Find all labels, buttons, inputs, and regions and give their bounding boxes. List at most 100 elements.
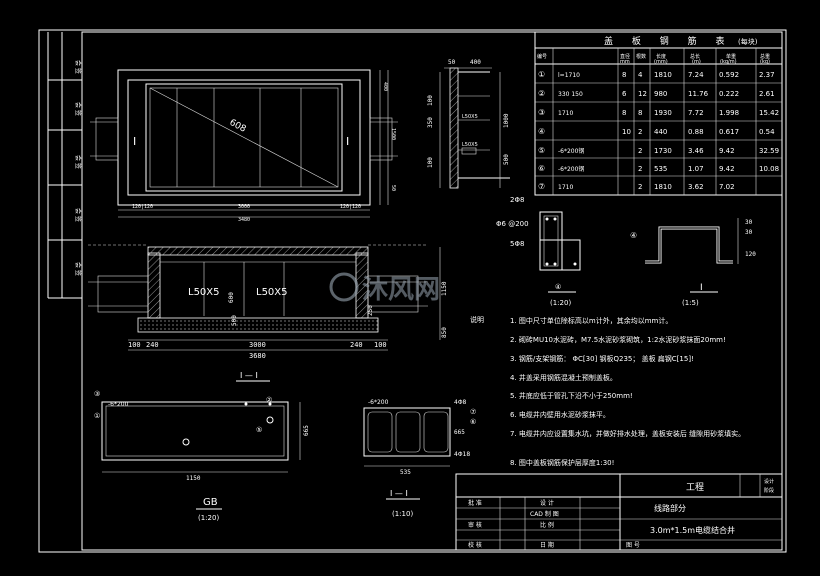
plan-dim-left-wall: 120|120 bbox=[132, 204, 153, 210]
detail-b-mark: ④ bbox=[630, 231, 637, 240]
plan-dim-right-bot: 50 bbox=[390, 185, 396, 191]
section-dim-100-right: 100 bbox=[374, 341, 387, 349]
small-dim-500: 500 bbox=[503, 154, 510, 165]
rebar-cell-n: 2 bbox=[638, 165, 642, 173]
small-dim-400: 400 bbox=[470, 59, 481, 66]
title-block-approve: 批 准 bbox=[468, 499, 482, 507]
rebar-header-uw: 单重 bbox=[726, 53, 736, 60]
note-2: 2. 砌砖MU10水泥砖，M7.5水泥砂浆砌筑，1:2水泥砂浆抹面20mm! bbox=[510, 335, 726, 344]
rebar-unit-len: (mm) bbox=[654, 59, 668, 65]
title-block-drawing-title: 3.0m*1.5m电缆结合井 bbox=[650, 525, 735, 535]
rebar-cell-shape: -6*200钢 bbox=[558, 165, 584, 173]
small-dim-1000: 1000 bbox=[503, 113, 510, 128]
rebar-cell-shape: -6*200钢 bbox=[558, 147, 584, 155]
rebar-cell-tot: 3.62 bbox=[688, 183, 704, 191]
plan-dim-inner: 3000 bbox=[238, 204, 250, 210]
rebar-detail-a: 2Φ8 Φ6 @200 5Φ8 ④ (1:20) bbox=[496, 196, 581, 307]
title-block: 工程 设计 阶段 批 准 审 核 校 核 设 计 CAD 制 图 比 例 日 期… bbox=[455, 473, 783, 551]
plan-section-mark-left: I bbox=[133, 135, 136, 148]
small-dim-100-bottom: 100 bbox=[427, 157, 434, 168]
rebar-cell-tot: 11.76 bbox=[688, 90, 709, 98]
rebar-cell-shape: l=1710 bbox=[558, 72, 580, 79]
rebar-header-tot: 总长 bbox=[690, 53, 700, 60]
detail-a-label-5phi8: 5Φ8 bbox=[510, 240, 524, 248]
section-view: L50X5 L50X5 600 500 250 100 240 3000 240… bbox=[88, 244, 448, 382]
rebar-cell-len: 980 bbox=[654, 90, 667, 98]
rebar-cell-uw: 0.592 bbox=[719, 71, 739, 79]
title-block-figure-no: 图 号 bbox=[626, 542, 640, 549]
rebar-cell-n: 2 bbox=[638, 183, 642, 191]
rebar-unit-uw: (kg/m) bbox=[720, 59, 737, 65]
rebar-header-d: 直径 bbox=[620, 53, 630, 60]
rebar-cell-uw: 7.02 bbox=[719, 183, 735, 191]
small-label-l50x5-2: L50X5 bbox=[462, 142, 478, 148]
cover-plan-scale: (1:20) bbox=[198, 514, 219, 522]
title-block-check: 校 核 bbox=[468, 541, 482, 549]
rebar-cell-n: 2 bbox=[638, 128, 642, 136]
note-3: 3. 钢筋/支架钢筋： ΦC[30] 钢板Q235； 盖板 扁钢C[15]! bbox=[510, 354, 694, 363]
detail-b-section-mark: I bbox=[700, 283, 703, 293]
rebar-cell-no: ② bbox=[538, 89, 545, 98]
rebar-header-len: 长度 bbox=[656, 53, 666, 60]
section-view-title: I — I bbox=[240, 371, 258, 380]
rebar-cell-no: ③ bbox=[538, 108, 545, 117]
cover-plan-label-3: ③ bbox=[94, 390, 100, 398]
section-dim-240-left: 240 bbox=[146, 341, 159, 349]
cover-section: -6*200 4Φ8 ⑦ ⑥ 4Φ18 535 665 I — I (1:10) bbox=[363, 399, 476, 518]
cover-plan: ③ -6*200 ① ② ⑤ 1150 665 GB (1:20) bbox=[94, 390, 310, 522]
plan-dim-right-top: 400 bbox=[382, 82, 388, 91]
rebar-cell-tot: 3.46 bbox=[688, 147, 704, 155]
cover-section-title: I — I bbox=[390, 489, 408, 498]
plan-section-mark-right: I bbox=[346, 135, 349, 148]
plan-diagonal-dim: 608 bbox=[228, 118, 248, 135]
rebar-table: 盖 板 钢 筋 表 (每块) 编号 直径 根数 长度 总长 单重 总重 mm (… bbox=[534, 31, 783, 196]
rebar-cell-n: 4 bbox=[638, 71, 643, 79]
title-block-stage-2: 阶段 bbox=[764, 487, 774, 494]
cover-plan-label-2: ② bbox=[266, 396, 272, 404]
rebar-unit-d: mm bbox=[620, 59, 630, 65]
left-strip-label-5: 会 签 bbox=[74, 262, 82, 276]
rebar-unit-w: (kg) bbox=[760, 59, 770, 65]
title-block-section: 线路部分 bbox=[654, 503, 686, 513]
title-block-scale: 比 例 bbox=[540, 521, 554, 529]
rebar-cell-d: 6 bbox=[622, 90, 627, 98]
rebar-table-unit: (每块) bbox=[738, 37, 758, 46]
rebar-cell-d: 8 bbox=[622, 71, 626, 79]
watermark-text: 沐风网 bbox=[362, 275, 440, 305]
rebar-header-w: 总重 bbox=[760, 53, 770, 60]
watermark-logo-icon bbox=[329, 272, 359, 302]
rebar-cell-uw: 9.42 bbox=[719, 147, 735, 155]
cover-section-label-4phi18: 4Φ18 bbox=[454, 451, 470, 458]
rebar-cell-tot: 1.07 bbox=[688, 165, 704, 173]
cover-section-label-plate: -6*200 bbox=[368, 399, 389, 406]
section-dim-3000: 3000 bbox=[249, 341, 266, 349]
title-block-design: 设 计 bbox=[540, 499, 554, 507]
note-4: 4. 井盖采用钢筋混凝土预制盖板。 bbox=[510, 373, 617, 382]
rebar-header-no: 编号 bbox=[537, 53, 547, 60]
rebar-cell-no: ⑤ bbox=[538, 146, 545, 155]
watermark: 沐风网 bbox=[329, 272, 440, 305]
rebar-cell-len: 440 bbox=[654, 128, 667, 136]
left-signoff-strip: 会 签 会 签 会 签 会 签 会 签 bbox=[47, 32, 83, 299]
left-strip-label-2: 会 签 bbox=[74, 102, 82, 116]
detail-b-scale: (1:5) bbox=[682, 299, 699, 307]
title-block-review: 审 核 bbox=[468, 521, 482, 529]
section-dim-250: 250 bbox=[367, 305, 374, 316]
rebar-cell-w: 32.59 bbox=[759, 147, 779, 155]
rebar-cell-no: ① bbox=[538, 70, 545, 79]
rebar-cell-n: 8 bbox=[638, 109, 642, 117]
note-6: 6. 电缆井内壁用水泥砂浆抹平。 bbox=[510, 410, 610, 419]
rebar-cell-d: 10 bbox=[622, 128, 631, 136]
cover-plan-dim-665: 665 bbox=[303, 425, 310, 436]
left-strip-label-1: 会 签 bbox=[74, 60, 82, 74]
cover-section-dim-535: 535 bbox=[400, 469, 411, 476]
rebar-cell-n: 12 bbox=[638, 90, 647, 98]
rebar-cell-uw: 9.42 bbox=[719, 165, 735, 173]
title-block-date: 日 期 bbox=[540, 541, 554, 549]
title-block-stage-1: 设计 bbox=[764, 478, 774, 485]
rebar-cell-no: ⑥ bbox=[538, 164, 545, 173]
rebar-cell-no: ④ bbox=[538, 127, 545, 136]
rebar-cell-shape: 1710 bbox=[558, 110, 573, 117]
